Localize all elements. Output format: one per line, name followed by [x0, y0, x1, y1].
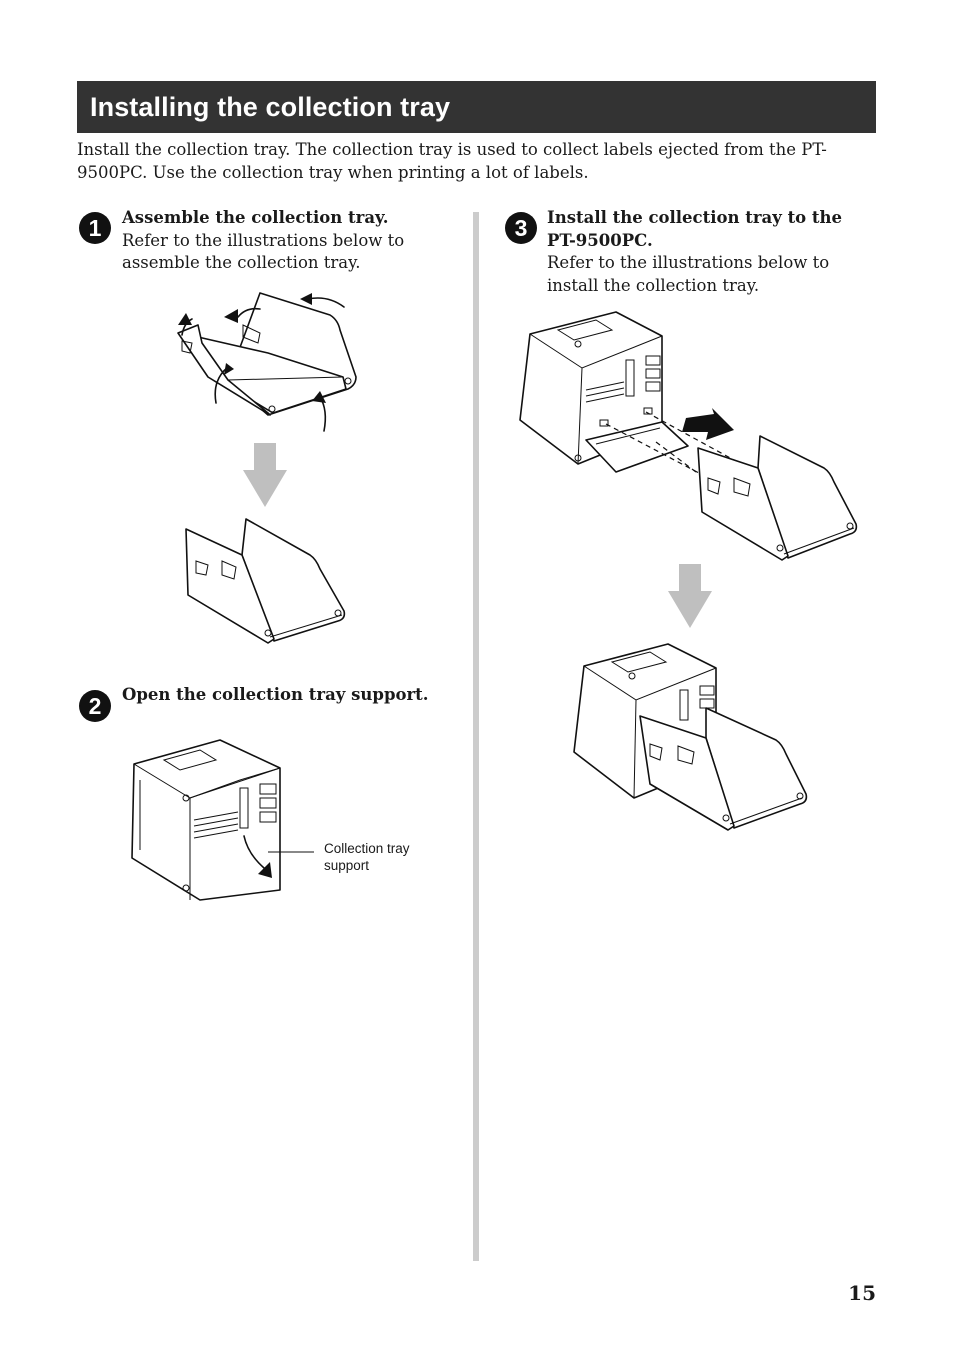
column-divider	[473, 212, 479, 1261]
step-2-text: Open the collection tray support.	[122, 684, 442, 707]
step-2-title: Open the collection tray support.	[122, 685, 429, 704]
step-1-body: Refer to the illustrations below to asse…	[122, 230, 405, 273]
step-1-badge: 1	[79, 212, 111, 244]
step-3-title: Install the collection tray to the PT-95…	[547, 208, 843, 250]
tray-insertion-illustration	[519, 311, 858, 561]
step-2-badge: 2	[79, 690, 111, 722]
section-header: Installing the collection tray	[77, 81, 876, 133]
collection-tray-support-label: Collection tray support	[324, 841, 410, 873]
tray-installed-illustration	[573, 643, 808, 831]
step-3-text: Install the collection tray to the PT-95…	[547, 207, 867, 297]
tray-assembled-illustration	[185, 518, 346, 644]
step-1-text: Assemble the collection tray. Refer to t…	[122, 207, 422, 275]
step-3-body: Refer to the illustrations below to inst…	[547, 253, 830, 295]
intro-paragraph: Install the collection tray. The collect…	[77, 140, 827, 182]
step-1-title: Assemble the collection tray.	[122, 208, 389, 227]
page-number: 15	[848, 1281, 876, 1305]
down-arrow-icon	[243, 443, 287, 507]
step-3-badge: 3	[505, 212, 537, 244]
page-title: Installing the collection tray	[90, 91, 451, 122]
tray-unfolded-illustration	[177, 292, 357, 432]
printer-support-illustration	[131, 739, 314, 901]
down-arrow-icon	[668, 564, 712, 628]
